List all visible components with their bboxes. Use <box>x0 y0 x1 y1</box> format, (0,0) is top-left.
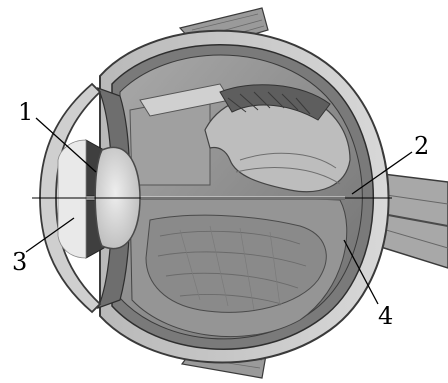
label-3: 3 <box>12 250 27 274</box>
anterior-chamber <box>58 140 86 258</box>
label-1: 1 <box>18 100 33 124</box>
label-2: 2 <box>414 134 429 158</box>
label-4: 4 <box>378 304 393 328</box>
